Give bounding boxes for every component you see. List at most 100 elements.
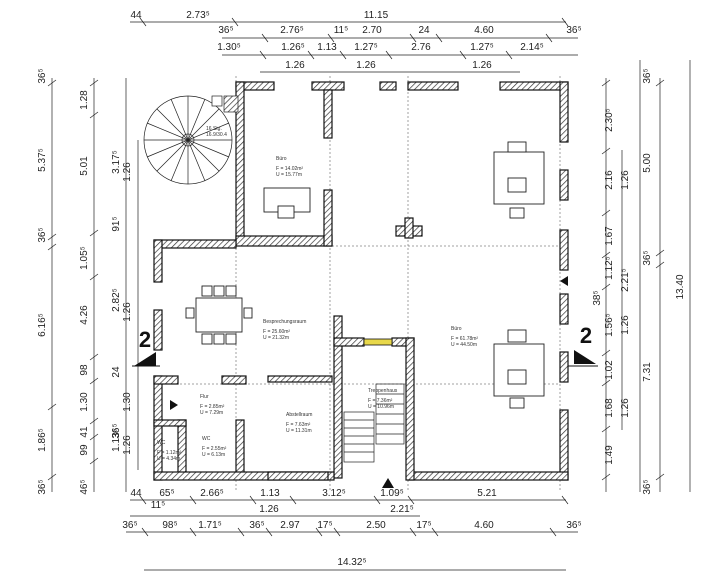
dim-label-bottom-16: 2.50 [366, 520, 386, 531]
dim-label-left-3: 6.16⁵ [37, 313, 48, 337]
spiral-staircase [143, 95, 239, 185]
dim-label-left-2: 36⁵ [37, 227, 48, 242]
dim-label-bottom-5: 1.09⁵ [380, 488, 404, 499]
dim-label-left-9: 4.26 [79, 305, 90, 325]
dim-label-right-6: 2.30⁵ [604, 108, 615, 132]
room-area: F = 61.78m² [451, 336, 478, 342]
dim-label-bottom-14: 2.97 [280, 520, 300, 531]
dim-label-top-6: 2.70 [362, 25, 382, 36]
dim-label-top-16: 2.14⁵ [520, 42, 544, 53]
dim-label-left-1: 5.37⁵ [37, 148, 48, 172]
dim-label-right-1: 5.00 [642, 153, 653, 173]
dim-label-top-5: 11⁵ [334, 25, 349, 36]
dim-label-top-2: 11.15 [364, 10, 389, 21]
room-perimeter: U = 4.34m [157, 456, 180, 462]
dim-label-right-18: 1.49 [604, 445, 615, 465]
room-name: WC [157, 440, 166, 446]
room-area: F = 14.02m² [276, 166, 303, 172]
door-arrow-left [170, 400, 178, 410]
section-marker-left [132, 352, 160, 367]
dim-label-left-24: 1.26 [122, 435, 133, 455]
room-perimeter: U = 15.77m [276, 172, 302, 178]
dim-label-left-15: 3.17⁵ [111, 150, 122, 174]
highlight-wall [363, 338, 393, 346]
dim-label-bottom-15: 17⁵ [317, 520, 332, 531]
room-perimeter: U = 44.50m [451, 342, 477, 348]
dim-label-top-19: 1.26 [472, 60, 492, 71]
room-area: F = 2.55m² [202, 446, 227, 452]
dim-label-left-6: 1.28 [79, 90, 90, 110]
room-name: Büro [276, 156, 287, 162]
dim-label-right-15: 1.02 [604, 360, 615, 380]
room-area: F = 7.63m² [286, 422, 311, 428]
dim-label-left-7: 5.01 [79, 156, 90, 176]
dim-label-left-18: 24 [111, 366, 122, 378]
section-marker-right [568, 350, 598, 367]
dim-label-right-5: 36⁵ [642, 479, 653, 494]
dim-label-top-1: 2.73⁵ [186, 10, 210, 21]
dim-label-bottom-12: 1.71⁵ [198, 520, 222, 531]
dim-label-right-16: 1.68 [604, 398, 615, 418]
dim-label-left-11: 1.30 [79, 392, 90, 412]
dim-label-right-2: 36⁵ [642, 250, 653, 265]
dim-label-right-17: 1.26 [620, 398, 631, 418]
dim-label-left-23: 1.13⁵ [111, 428, 122, 452]
stair-note: 16 Stg.16.9/30.4 [206, 126, 227, 138]
dim-label-right-9: 1.67 [604, 226, 615, 246]
desk-group-bottom [493, 329, 545, 409]
stair-note-line1: 16 Stg. [206, 126, 222, 132]
office-desk [263, 187, 311, 219]
door-arrow-right [560, 276, 568, 286]
dim-label-bottom-6: 5.21 [477, 488, 497, 499]
room-area: F = 2.85m² [200, 404, 225, 410]
dim-label-top-8: 4.60 [474, 25, 494, 36]
dim-label-top-17: 1.26 [285, 60, 305, 71]
dim-label-right-0: 36⁵ [642, 68, 653, 83]
dim-label-left-21: 1.26 [122, 302, 133, 322]
dim-label-left-4: 1.86⁵ [37, 428, 48, 452]
dim-label-top-3: 36⁵ [218, 25, 233, 36]
straight-staircase [343, 383, 405, 463]
dim-label-top-7: 24 [418, 25, 430, 36]
dim-label-bottom-1: 65⁵ [159, 488, 174, 499]
room-name: WC [202, 436, 211, 442]
dim-label-bottom-2: 2.66⁵ [200, 488, 224, 499]
dim-label-right-3: 13.40 [675, 274, 686, 299]
dim-label-bottom-17: 17⁵ [416, 520, 431, 531]
dim-label-left-5: 36⁵ [37, 479, 48, 494]
room-name: Abstellraum [286, 412, 312, 418]
dim-label-bottom-4: 3.12⁵ [322, 488, 346, 499]
dim-label-bottom-3: 1.13 [260, 488, 280, 499]
room-name: Besprechungsraum [263, 319, 306, 325]
room-name: Treppenhaus [368, 388, 398, 394]
dim-label-right-8: 1.26 [620, 170, 631, 190]
section-label: 2 [139, 327, 151, 352]
dim-label-top-14: 2.76 [411, 42, 431, 53]
room-name: Büro [451, 326, 462, 332]
dim-label-bottom-0: 44 [130, 488, 142, 499]
section-label: 2 [580, 323, 592, 348]
dim-label-top-15: 1.27⁵ [470, 42, 494, 53]
dim-label-left-0: 36⁵ [37, 68, 48, 83]
room-area: F = 7.36m² [368, 398, 393, 404]
dim-label-left-12: 41 [79, 426, 90, 438]
dim-label-bottom-19: 36⁵ [566, 520, 581, 531]
dim-label-right-4: 7.31 [642, 362, 653, 382]
dim-label-bottom-8: 1.26 [259, 504, 279, 515]
dim-label-top-9: 36⁵ [566, 25, 581, 36]
room-perimeter: U = 21.32m [263, 335, 289, 341]
dim-label-left-19: 36⁵ [111, 423, 122, 438]
dim-label-right-12: 38⁵ [592, 290, 603, 305]
dim-label-right-10: 1.12⁵ [604, 256, 615, 280]
dim-label-top-11: 1.26⁵ [281, 42, 305, 53]
room-area: F = 25.60m² [263, 329, 290, 335]
